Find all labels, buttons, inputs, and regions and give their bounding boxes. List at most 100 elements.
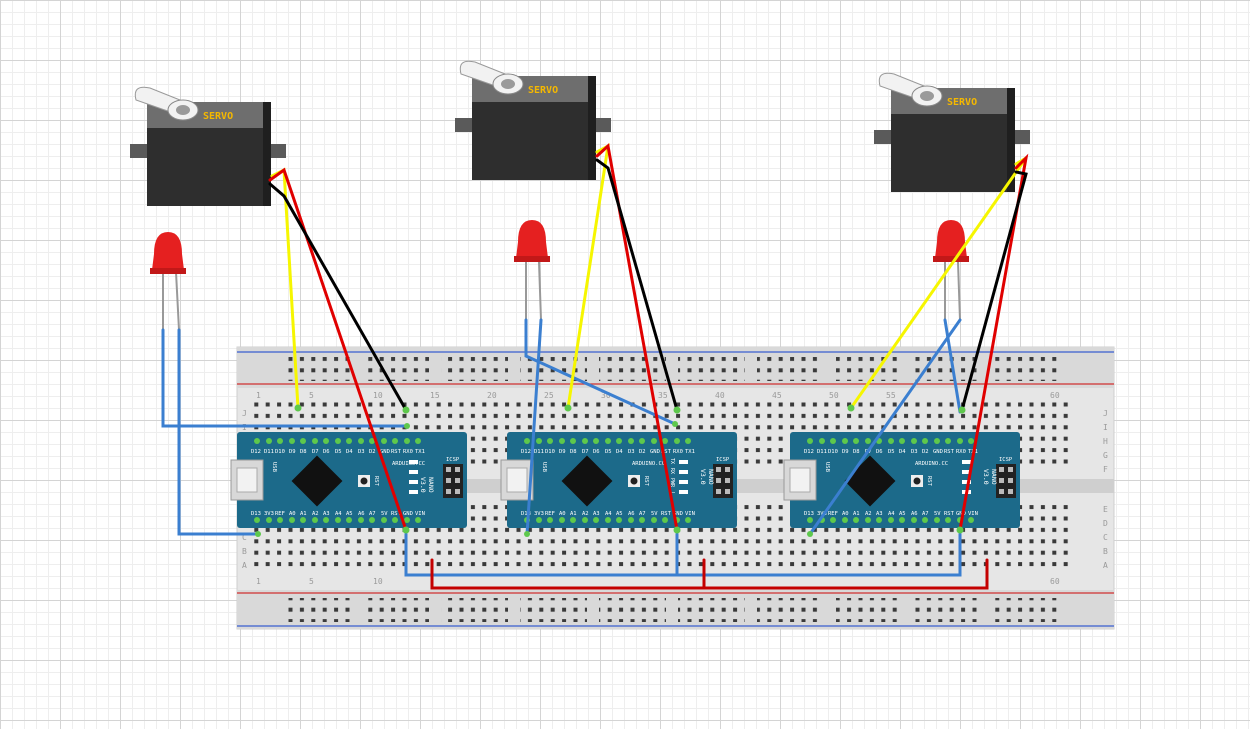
wire-power — [958, 153, 1029, 532]
wire-blue — [161, 328, 409, 428]
icsp-label: ICSP — [446, 457, 460, 463]
row-letter: D — [1103, 519, 1108, 528]
col-num-top: 40 — [715, 391, 725, 400]
svg-text:A0: A0 — [842, 511, 849, 517]
svg-text:GND: GND — [933, 449, 943, 455]
svg-text:TX1: TX1 — [685, 449, 695, 455]
row-letter: E — [1103, 505, 1108, 514]
svg-text:A1: A1 — [300, 511, 307, 517]
svg-text:VIN: VIN — [415, 511, 425, 517]
svg-text:RX0: RX0 — [673, 449, 683, 455]
svg-text:D8: D8 — [300, 449, 307, 455]
svg-text:RST: RST — [661, 511, 672, 517]
svg-text:V3.0: V3.0 — [982, 469, 990, 485]
brand-label: ARDUINO.CC — [915, 461, 948, 467]
board-name: NANO V3.0 — [982, 469, 998, 485]
col-num-top: 55 — [886, 391, 896, 400]
svg-text:D7: D7 — [582, 449, 589, 455]
svg-text:D3: D3 — [628, 449, 635, 455]
servo-2: SERVO — [455, 60, 611, 180]
svg-text:3V3: 3V3 — [817, 511, 827, 517]
nano-board-body — [507, 432, 737, 528]
svg-text:A7: A7 — [369, 511, 376, 517]
svg-text:A1: A1 — [570, 511, 577, 517]
svg-text:D3: D3 — [358, 449, 365, 455]
rst-label: RST — [643, 476, 649, 487]
svg-text:D5: D5 — [888, 449, 895, 455]
brand-label: ARDUINO.CC — [392, 461, 425, 467]
col-num-top: 35 — [658, 391, 668, 400]
svg-text:NANO: NANO — [427, 477, 435, 493]
svg-text:D11: D11 — [534, 449, 544, 455]
svg-text:GND: GND — [650, 449, 660, 455]
svg-text:5V: 5V — [381, 511, 388, 517]
row-letter: C — [242, 533, 247, 542]
svg-text:D4: D4 — [899, 449, 906, 455]
wire-red-rail — [430, 558, 989, 590]
servo-label: SERVO — [203, 111, 233, 122]
col-num-top: 45 — [772, 391, 782, 400]
led-bulb — [935, 220, 967, 258]
svg-text:D12: D12 — [804, 449, 814, 455]
row-letter: A — [1103, 561, 1108, 570]
wire-ground — [595, 158, 679, 412]
nano-board-body — [237, 432, 467, 528]
nano-board-body — [790, 432, 1020, 528]
col-num-bottom: 1 — [256, 577, 261, 586]
svg-text:D9: D9 — [842, 449, 849, 455]
col-num-top: 20 — [487, 391, 497, 400]
svg-text:A6: A6 — [911, 511, 918, 517]
row-letter: A — [242, 561, 247, 570]
svg-text:D4: D4 — [346, 449, 353, 455]
svg-text:D10: D10 — [275, 449, 285, 455]
svg-text:RST: RST — [391, 511, 402, 517]
svg-text:VIN: VIN — [685, 511, 695, 517]
svg-text:D7: D7 — [312, 449, 319, 455]
led-3 — [933, 220, 969, 321]
svg-text:D8: D8 — [570, 449, 577, 455]
led-2 — [514, 220, 550, 321]
col-num-top: 30 — [601, 391, 611, 400]
col-num-top: 15 — [430, 391, 440, 400]
svg-text:A2: A2 — [865, 511, 872, 517]
microcontroller-chip — [561, 455, 613, 507]
svg-text:NANO: NANO — [707, 469, 715, 485]
svg-text:RST: RST — [944, 449, 955, 455]
col-num-top: 10 — [373, 391, 383, 400]
wire-blue — [177, 328, 260, 536]
col-num-top: 60 — [1050, 391, 1060, 400]
svg-text:A4: A4 — [888, 511, 895, 517]
svg-text:REF: REF — [275, 511, 285, 517]
svg-text:3V3: 3V3 — [264, 511, 274, 517]
wire-blue — [808, 318, 962, 536]
row-letter: C — [1103, 533, 1108, 542]
svg-text:D2: D2 — [639, 449, 646, 455]
row-letter: F — [1103, 465, 1108, 474]
svg-text:D13: D13 — [251, 511, 261, 517]
col-num-top: 1 — [256, 391, 261, 400]
svg-text:D6: D6 — [593, 449, 600, 455]
svg-text:A6: A6 — [628, 511, 635, 517]
svg-text:A0: A0 — [559, 511, 566, 517]
svg-text:D6: D6 — [876, 449, 883, 455]
svg-text:D9: D9 — [289, 449, 296, 455]
row-letter: J — [242, 409, 247, 418]
led-bulb — [516, 220, 548, 258]
svg-text:A4: A4 — [605, 511, 612, 517]
svg-text:D10: D10 — [545, 449, 555, 455]
servo-label: SERVO — [528, 85, 558, 96]
svg-text:D4: D4 — [616, 449, 623, 455]
svg-text:D5: D5 — [605, 449, 612, 455]
wire-ground — [960, 170, 1028, 412]
col-num-bottom: 10 — [373, 577, 383, 586]
col-num-bottom: 60 — [1050, 577, 1060, 586]
svg-text:TX1: TX1 — [415, 449, 425, 455]
nano-leds — [679, 460, 688, 494]
svg-text:A7: A7 — [639, 511, 646, 517]
wire-blue-gnd — [404, 532, 962, 577]
svg-text:L: L — [669, 492, 675, 495]
